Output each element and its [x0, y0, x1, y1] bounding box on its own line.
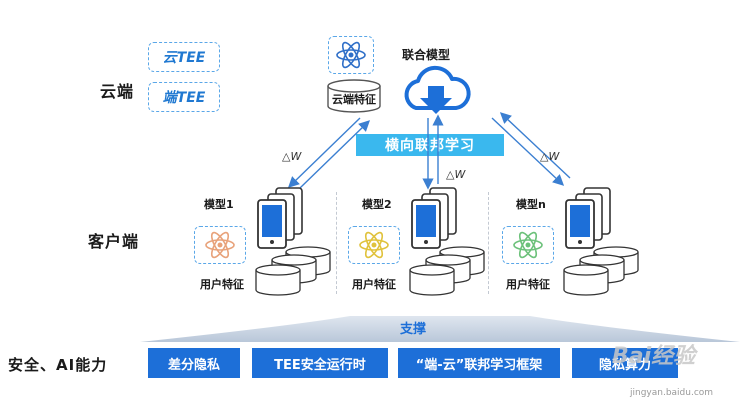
joint-model-label: 联合模型 [402, 48, 451, 62]
joint-model-atom-box [328, 36, 374, 74]
client-divider-1 [336, 192, 337, 294]
cloud-row-label: 云端 [100, 82, 135, 101]
delta-w-middle: △W [446, 168, 466, 181]
cloud-tee-box: 云TEE [148, 42, 220, 72]
capability-differential-privacy: 差分隐私 [148, 348, 240, 378]
support-band [140, 316, 740, 342]
delta-w-right: △W [540, 150, 560, 163]
client-divider-2 [488, 192, 489, 294]
atom-icon [336, 41, 366, 69]
database-cylinders-icon [255, 246, 331, 296]
phone-stack-icon [565, 187, 611, 249]
model-label: 模型1 [204, 198, 234, 211]
database-cylinders-icon [409, 246, 485, 296]
cloud-download-icon [404, 65, 471, 114]
cloud-features-label: 云端特征 [332, 93, 376, 106]
atom-icon [359, 231, 389, 259]
database-cylinders-icon [563, 246, 639, 296]
federated-learning-banner: 横向联邦学习 [356, 134, 504, 156]
capability-tee-runtime: TEE安全运行时 [252, 348, 388, 378]
cloud-features-cylinder-icon [327, 79, 381, 113]
model-atom-box [348, 226, 400, 264]
client-row-label: 客户端 [88, 232, 140, 251]
phone-stack-icon [257, 187, 303, 249]
arrow-down-right [491, 117, 565, 186]
capability-privacy-compute: 隐私算力 [572, 348, 678, 378]
user-features-label: 用户特征 [506, 278, 550, 291]
arrow-up-left [299, 120, 371, 189]
support-row-label: 安全、AI能力 [8, 356, 108, 374]
arrow-down-left [287, 117, 361, 188]
model-label: 模型n [516, 198, 546, 211]
atom-icon [513, 231, 543, 259]
user-features-label: 用户特征 [352, 278, 396, 291]
watermark-logo: Bai经验 [612, 344, 696, 369]
atom-icon [205, 231, 235, 259]
delta-w-left: △W [282, 150, 302, 163]
model-atom-box [502, 226, 554, 264]
support-label: 支撑 [400, 322, 427, 337]
watermark-url: jingyan.baidu.com [630, 388, 714, 398]
model-label: 模型2 [362, 198, 392, 211]
capability-federated-framework: “端-云”联邦学习框架 [398, 348, 560, 378]
user-features-label: 用户特征 [200, 278, 244, 291]
edge-tee-box: 端TEE [148, 82, 220, 112]
arrow-up-right [499, 112, 571, 179]
phone-stack-icon [411, 187, 457, 249]
model-atom-box [194, 226, 246, 264]
